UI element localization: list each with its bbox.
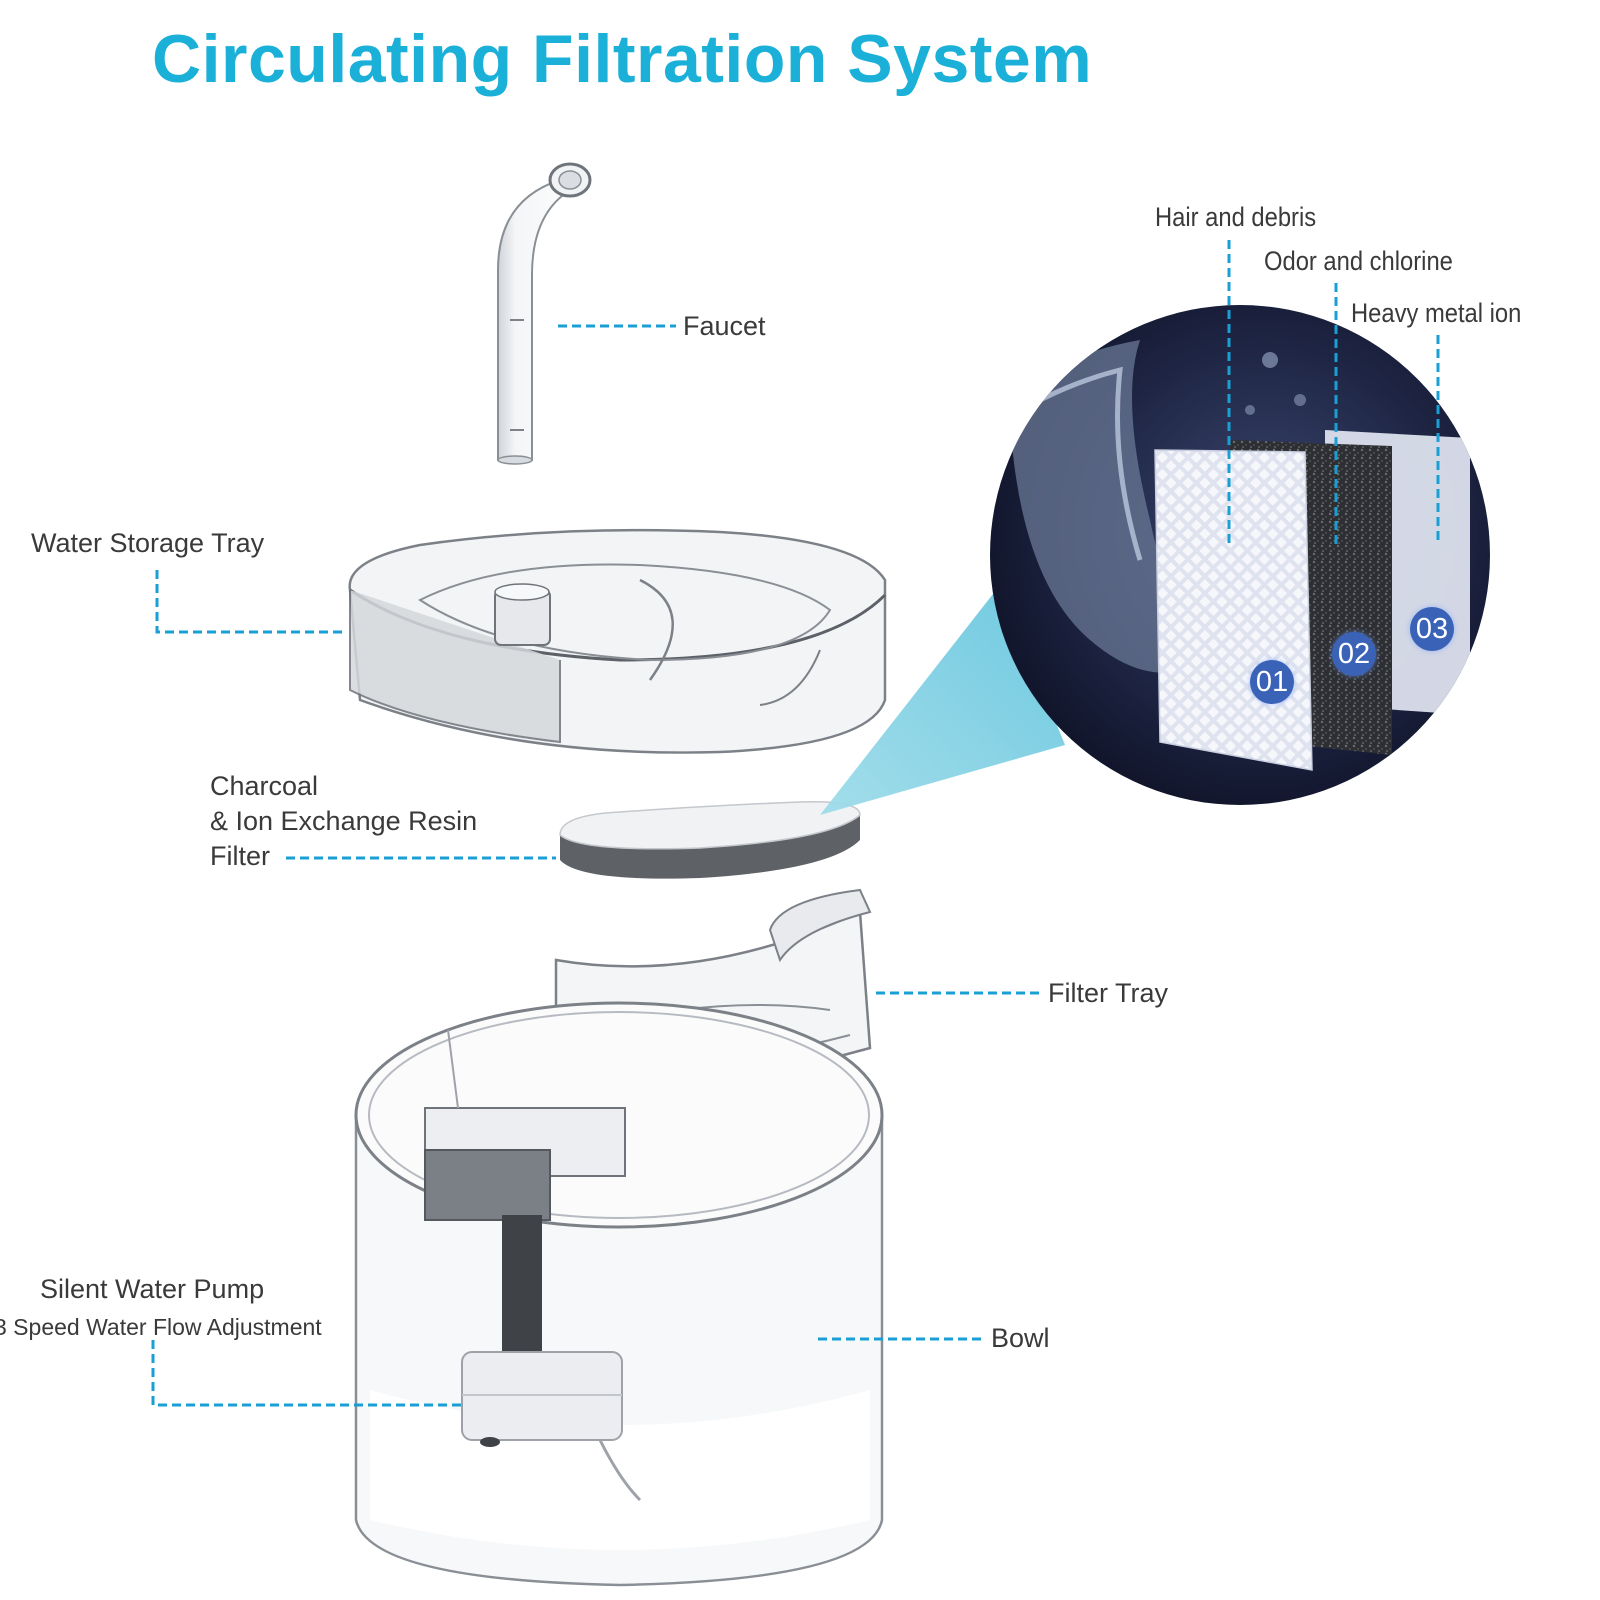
label-pump: Silent Water Pump	[40, 1274, 265, 1304]
leader-water-storage-tray	[155, 570, 345, 634]
label-layer-02: Odor and chlorine	[1264, 246, 1453, 276]
filter-magnifier	[820, 305, 1490, 815]
label-filter-tray: Filter Tray	[1048, 978, 1169, 1008]
layer-badge-01: 01	[1250, 660, 1294, 704]
label-filter-line-3: Filter	[210, 841, 270, 871]
label-faucet: Faucet	[683, 311, 766, 341]
faucet-part	[497, 162, 592, 465]
water-storage-tray-part	[348, 528, 887, 754]
layer-badge-03: 03	[1410, 607, 1454, 651]
diagram-title: Circulating Filtration System	[152, 21, 1093, 97]
charcoal-filter-part	[559, 801, 861, 879]
label-layer-03: Heavy metal ion	[1351, 298, 1522, 328]
label-water-storage-tray: Water Storage Tray	[31, 528, 265, 558]
label-filter-line-2: & Ion Exchange Resin	[210, 806, 478, 836]
label-layer-01: Hair and debris	[1155, 202, 1317, 232]
leader-pump	[151, 1340, 462, 1407]
label-bowl: Bowl	[991, 1323, 1050, 1353]
label-filter-line-1: Charcoal	[210, 771, 319, 801]
layer-badge-02: 02	[1332, 632, 1376, 676]
leader-lines	[151, 240, 1440, 1407]
bowl-part	[354, 1001, 884, 1587]
label-pump-note: 3 Speed Water Flow Adjustment	[0, 1314, 322, 1340]
